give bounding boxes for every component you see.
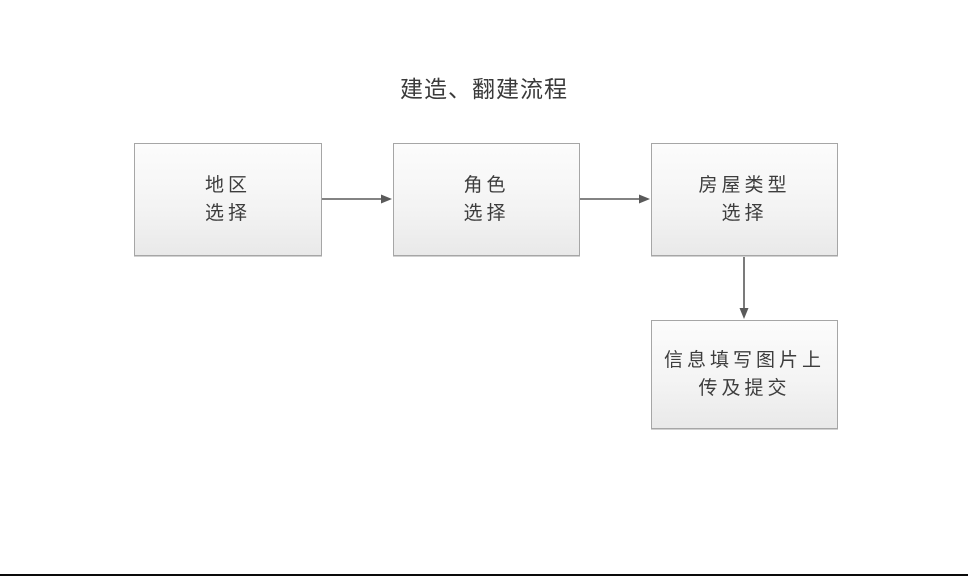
flow-node-label: 地区 选择 [204, 174, 251, 224]
flow-node-info-upload-submit: 信息填写图片上 传及提交 [651, 320, 838, 429]
flow-node-label: 信息填写图片上 传及提交 [663, 349, 825, 399]
arrow-region-to-role [322, 194, 392, 204]
flow-node-region-select: 地区 选择 [134, 143, 322, 256]
flow-node-role-select: 角色 选择 [393, 143, 580, 256]
diagram-title: 建造、翻建流程 [400, 77, 568, 102]
arrow-house-to-submit [739, 257, 749, 319]
flow-node-label: 角色 选择 [463, 174, 510, 224]
flow-node-house-type-select: 房屋类型 选择 [651, 143, 838, 256]
flow-node-label: 房屋类型 选择 [698, 174, 791, 224]
arrow-role-to-house [580, 194, 650, 204]
footer-rule [0, 574, 968, 576]
